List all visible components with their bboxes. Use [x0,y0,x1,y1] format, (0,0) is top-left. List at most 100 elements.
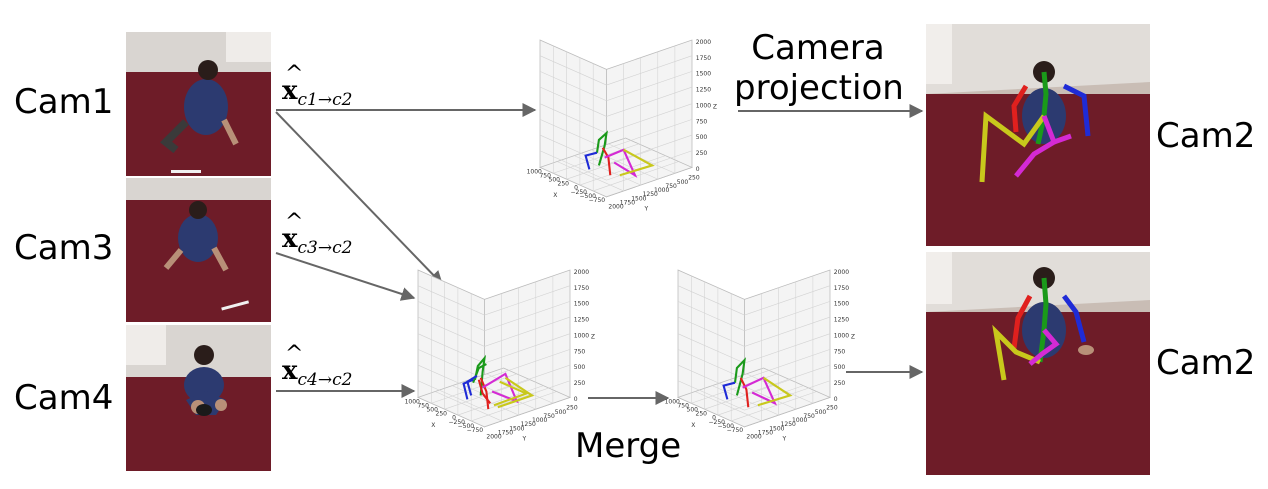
plot-combined-y-tick: 1000 [532,417,547,424]
plot-cam1-x-tick: −750 [589,197,606,204]
cam1-photo [126,32,271,176]
plot-cam1-x-tick: 1000 [527,168,542,175]
plot-cam1-y-axis-label: Y [644,206,649,213]
skeleton-left-arm [1011,84,1029,133]
skeleton-left-leg [979,111,1047,183]
transform-c1-symbol: x [282,76,298,106]
plot-combined-y-tick: 1500 [509,425,524,432]
plot-cam1-y-tick: 1750 [620,199,635,206]
plot-cam1-z-tick: 500 [696,134,708,141]
skeleton-right-leg [1014,115,1058,178]
plot-cam1-y-tick: 1000 [654,187,669,194]
plot-cam1-y-tick: 2000 [608,204,623,211]
plot-merged-y-tick: 1500 [769,425,784,432]
plot-combined-z-tick: 750 [574,348,586,355]
camera-projection-line2: projection [734,68,904,108]
plot-merged-x-tick: 750 [677,402,689,409]
plot-combined-z-tick: 500 [574,364,586,371]
plot-merged-x-tick: −750 [727,427,744,434]
cam1-photo-art [126,32,271,176]
plot-merged-z-tick: 1000 [834,332,849,339]
merge-label: Merge [575,426,682,466]
plot-cam1-z-tick: 250 [696,150,708,157]
plot-combined-x-tick: 500 [426,407,438,414]
plot-cam1-z-tick: 1750 [696,55,711,62]
plot-merged-z-tick: 2000 [834,269,849,276]
plot-merged-z-tick: 500 [834,364,846,371]
plot-merged-x-axis-label: X [691,422,695,429]
cam4-photo-art [126,325,271,471]
plot-merged-z-tick: 250 [834,380,846,387]
transform-c3-label: xc3→c2 [282,224,352,258]
camera-projection-label: Camera projection [734,28,904,108]
camera-projection-line1: Camera [751,28,885,68]
plot-merged-x-tick: −250 [709,419,726,426]
plot-cam1-z-tick: 1000 [696,102,711,109]
cam2-top-label: Cam2 [1156,116,1256,156]
plot-tick-labels: 200017501500125010007505002500Z100075050… [405,39,855,443]
plot-cam1-y-tick: 250 [688,175,700,182]
plot-combined-z-tick: 1250 [574,317,589,324]
plot-cam1-z-tick: 750 [696,118,708,125]
plot-combined-y-axis-label: Y [522,436,527,443]
plot-cam1-x-tick: −250 [571,189,588,196]
arrow-cam3-to-merge-plot [275,252,416,301]
plot-merged-x-tick: −500 [718,423,735,430]
plot3d-cam1 [539,39,693,198]
plot-combined-z-tick: 0 [574,396,578,403]
skeleton-spine [1035,71,1049,145]
plot-combined-x-tick: 250 [436,411,448,418]
cam2-bottom-photo [926,252,1150,475]
plot-cam1-x-tick: 0 [574,185,578,192]
plot-merged-z-axis-label: Z [851,334,855,341]
plot-combined-x-tick: −750 [467,427,484,434]
plot-combined-z-tick: 250 [574,380,586,387]
plot-combined-z-tick: 1500 [574,301,589,308]
plot-merged-z-tick: 0 [834,396,838,403]
plot-merged-x-tick: 1000 [665,398,680,405]
plot-cam1-x-axis-label: X [553,192,557,199]
plot-combined-y-tick: 750 [543,413,555,420]
plot-combined-y-tick: 2000 [486,434,501,441]
cam2-top-photo-art [926,24,1150,246]
plot-cam1-y-tick: 750 [665,183,677,190]
plot-combined-z-tick: 1000 [574,332,589,339]
plot-cam1-y-tick: 500 [677,179,689,186]
plot-merged-z-tick: 1250 [834,317,849,324]
plot-cam1-x-tick: 750 [539,172,551,179]
transform-c4-subscript: c4→c2 [297,370,353,390]
plot-cam1-z-tick: 0 [696,166,700,173]
plot-cam1-z-tick: 1500 [696,71,711,78]
plot-combined-x-tick: 1000 [405,398,420,405]
plot-cam1-x-tick: 250 [558,181,570,188]
transform-c3-symbol: x [282,224,298,254]
plot-combined-x-tick: 750 [417,402,429,409]
skeleton-right-arm [1062,83,1091,137]
plot-combined-y-tick: 1250 [521,421,536,428]
cam1-label: Cam1 [14,82,114,122]
plot-cam1-x-tick: −500 [580,193,597,200]
plot-merged-y-tick: 1000 [792,417,807,424]
plot-combined-x-tick: −500 [458,423,475,430]
plot-merged-z-tick: 750 [834,348,846,355]
plot3d-merged [677,269,831,428]
transform-c1-subscript: c1→c2 [297,90,353,110]
plot-combined-z-tick: 2000 [574,269,589,276]
plot-combined-x-tick: 0 [452,415,456,422]
plot-combined-y-tick: 500 [555,409,567,416]
cam3-photo-art [126,178,271,322]
plot-combined-y-tick: 250 [566,405,578,412]
plot-merged-y-tick: 1750 [758,429,773,436]
plot-merged-z-tick: 1500 [834,301,849,308]
plot-cam1-z-tick: 2000 [696,39,711,46]
transform-c3-subscript: c3→c2 [297,238,353,258]
plot-combined-x-axis-label: X [431,422,435,429]
plot-merged-y-tick: 1250 [781,421,796,428]
plot-combined-y-tick: 1750 [498,429,513,436]
cam2-bottom-photo-art [926,252,1150,475]
cam2-bottom-label: Cam2 [1156,343,1256,383]
plot3d-combined [417,269,571,428]
plot-merged-z-tick: 1750 [834,285,849,292]
